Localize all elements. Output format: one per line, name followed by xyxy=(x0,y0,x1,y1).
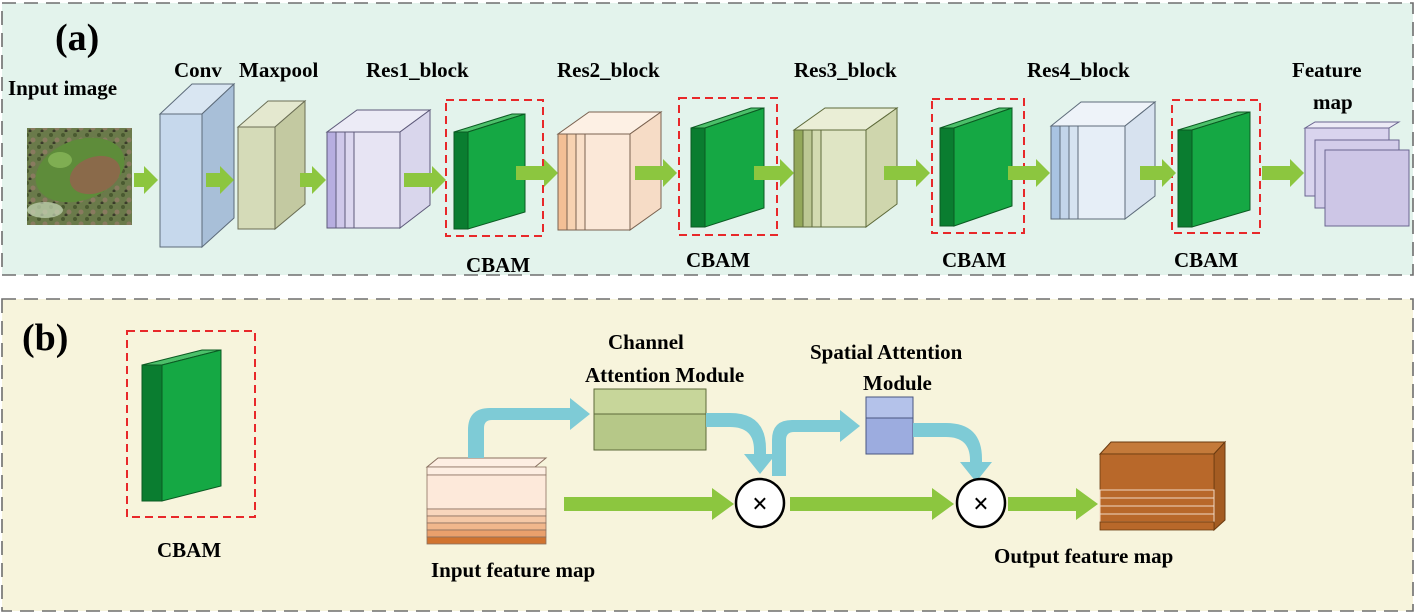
spatial-attention-label-line1: Spatial Attention xyxy=(810,340,963,364)
arrow-res3-to-cbam3 xyxy=(884,159,930,187)
input-leaf-image xyxy=(27,128,132,225)
cbam-label-3: CBAM xyxy=(942,248,1006,272)
res1-label: Res1_block xyxy=(366,58,469,82)
spatial-attention-label-line2: Module xyxy=(863,371,932,395)
arrow-cbam3-to-res4 xyxy=(1008,159,1050,187)
arrow-cbam2-to-res3 xyxy=(754,159,794,187)
conv-block xyxy=(158,82,236,249)
multiply-symbol-1: × xyxy=(752,489,768,520)
panel-a-label: (a) xyxy=(55,17,99,59)
teal-arrow-spatial-to-multiply xyxy=(913,423,992,482)
input-image-label: Input image xyxy=(8,76,117,100)
arrow-conv-to-maxpool xyxy=(206,166,234,194)
arrow-res2-to-cbam2 xyxy=(635,159,677,187)
channel-attention-module xyxy=(593,388,707,451)
res3-block xyxy=(792,107,899,228)
feature-map-stack xyxy=(1303,121,1410,227)
multiply-symbol-2: × xyxy=(973,489,989,520)
arrow-cbam4-to-feature xyxy=(1262,159,1304,187)
multiply-node-1: × xyxy=(734,477,786,529)
panel-b-label: (b) xyxy=(22,317,68,359)
cbam-label-4: CBAM xyxy=(1174,248,1238,272)
arrow-input-to-conv xyxy=(134,166,158,194)
cbam-block-4 xyxy=(1171,99,1261,234)
spatial-attention-module xyxy=(865,396,914,455)
arrow-cbam1-to-res2 xyxy=(516,159,558,187)
channel-attention-label-line2: Attention Module xyxy=(585,363,744,387)
input-feature-map-label: Input feature map xyxy=(431,558,595,582)
arrow-input-to-multiply-1 xyxy=(564,488,734,520)
panel-b-green-arrows xyxy=(564,488,1098,520)
res3-label: Res3_block xyxy=(794,58,897,82)
arrow-res1-to-cbam1 xyxy=(404,166,446,194)
output-feature-map-label: Output feature map xyxy=(994,544,1173,568)
panel-a-arrows xyxy=(134,159,1304,194)
channel-attention-label-line1: Channel xyxy=(608,330,684,354)
cbam-legend-block xyxy=(126,330,256,518)
maxpool-label: Maxpool xyxy=(239,58,319,82)
teal-arrow-to-channel xyxy=(468,398,590,458)
cbam-label-1: CBAM xyxy=(466,253,530,277)
teal-arrow-channel-to-multiply xyxy=(706,413,776,474)
feature-map-label-line1: Feature xyxy=(1292,58,1362,82)
panel-a: (a) Input image Conv Maxpool Res1_block xyxy=(1,2,1414,277)
res2-block xyxy=(556,111,663,231)
input-feature-map-stack xyxy=(425,457,548,545)
feature-map-label-line2: map xyxy=(1313,90,1353,114)
panel-b-teal-arrows xyxy=(468,398,992,482)
cbam-block-1 xyxy=(445,99,544,237)
res4-block xyxy=(1049,100,1157,221)
panel-b: (b) CBAM Input feature map Channel Atten… xyxy=(1,298,1414,612)
maxpool-block xyxy=(236,99,307,231)
arrow-res4-to-cbam4 xyxy=(1140,159,1176,187)
conv-label: Conv xyxy=(174,58,222,82)
res4-label: Res4_block xyxy=(1027,58,1130,82)
arrow-maxpool-to-res1 xyxy=(300,166,326,194)
teal-arrow-to-spatial xyxy=(772,410,860,476)
output-feature-map-stack xyxy=(1098,440,1227,532)
arrow-multiply-1-to-multiply-2 xyxy=(790,488,954,520)
cbam-block-2 xyxy=(678,97,778,236)
multiply-node-2: × xyxy=(955,477,1007,529)
res2-label: Res2_block xyxy=(557,58,660,82)
cbam-label-2: CBAM xyxy=(686,248,750,272)
arrow-multiply-2-to-output xyxy=(1008,488,1098,520)
cbam-legend-label: CBAM xyxy=(157,538,221,562)
res1-block xyxy=(325,109,432,230)
cbam-block-3 xyxy=(931,98,1025,234)
